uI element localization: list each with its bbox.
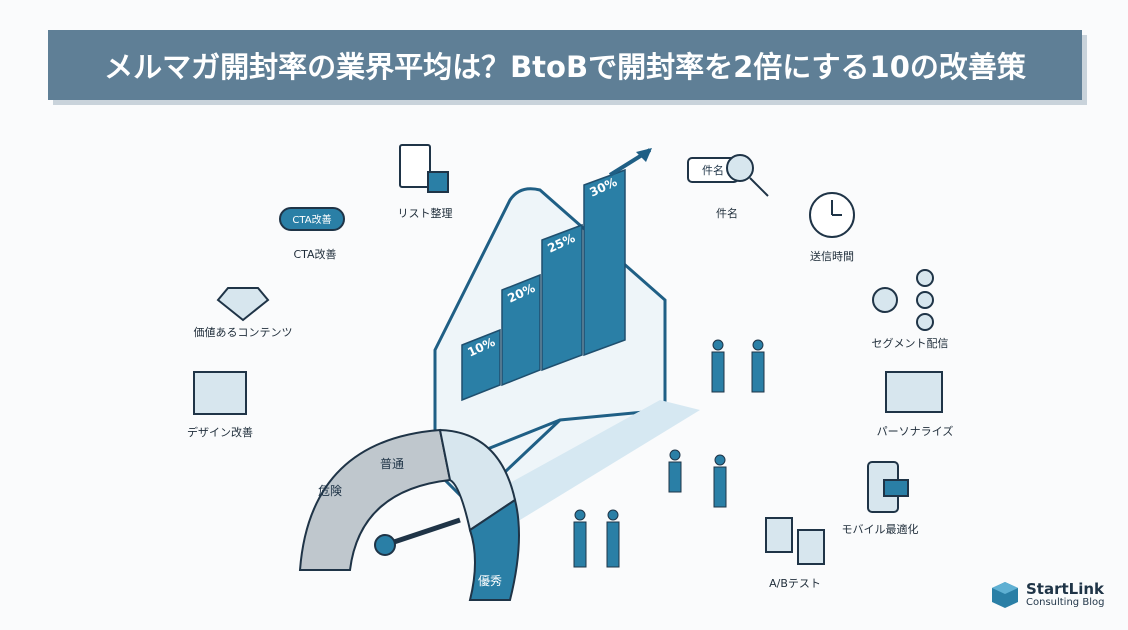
label-personalize: パーソナライズ	[876, 425, 954, 438]
gauge-high-label: 優秀	[478, 574, 502, 588]
bar-25	[541, 223, 583, 372]
bar-30	[583, 168, 626, 357]
segment-icon	[872, 287, 898, 313]
cube-logo-icon	[992, 582, 1018, 608]
gauge	[298, 428, 520, 601]
trash-icon	[427, 171, 449, 193]
bar-10	[461, 328, 501, 402]
gauge-mid-label: 普通	[380, 457, 404, 471]
subject-tag-text: 件名	[702, 163, 724, 177]
label-content: 価値あるコンテンツ	[193, 326, 293, 339]
bar-chart	[461, 168, 626, 402]
label-mobile: モバイル最適化	[841, 523, 919, 536]
design-icon	[193, 371, 247, 415]
search-icon	[726, 154, 754, 182]
label-time: 送信時間	[810, 250, 854, 263]
people-icon	[573, 339, 765, 568]
page-title: メルマガ開封率の業界平均は？BtoBで開封率を2倍にする10の改善策	[48, 30, 1082, 100]
cta-button-icon	[279, 207, 345, 231]
label-segment: セグメント配信	[871, 337, 949, 350]
list-icon	[399, 144, 431, 188]
gauge-needle	[384, 517, 461, 548]
logo-name: StartLink	[1026, 580, 1105, 598]
label-cta: CTA改善	[293, 248, 337, 261]
label-ab: A/Bテスト	[769, 577, 821, 590]
logo-sub: Consulting Blog	[1026, 597, 1105, 608]
cta-button-text: CTA改善	[292, 213, 331, 226]
label-design: デザイン改善	[187, 426, 253, 439]
label-list: リスト整理	[397, 207, 453, 220]
bar-20	[501, 273, 541, 387]
label-subject: 件名	[716, 207, 738, 220]
diamond-icon	[216, 287, 270, 322]
gauge-low-label: 危険	[318, 484, 342, 498]
logo: StartLink Consulting Blog	[990, 580, 1104, 610]
ab-test-icon	[765, 517, 793, 553]
personalize-icon	[885, 371, 943, 413]
